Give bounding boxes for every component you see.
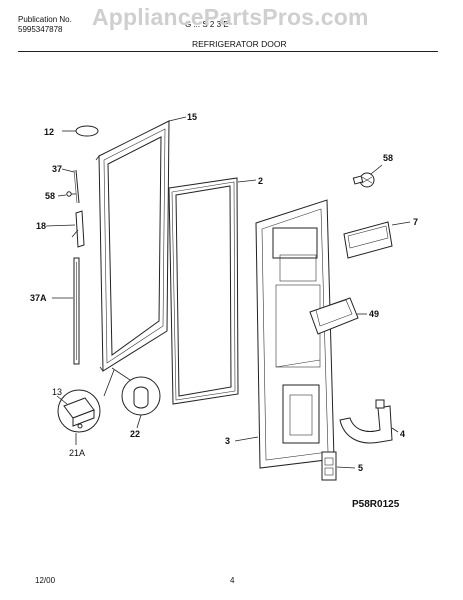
- section-title: REFRIGERATOR DOOR: [192, 39, 287, 49]
- model-fragment: G ... S 2 3 E: [185, 20, 229, 29]
- callout-58-right: 58: [383, 153, 393, 163]
- watermark-text: AppliancePartsPros.com: [92, 4, 369, 30]
- leader-13: [56, 395, 68, 405]
- leader-58-left: [57, 194, 67, 197]
- leader-18: [45, 224, 76, 227]
- part-37-hinge-pin: [73, 169, 80, 204]
- leader-37: [61, 168, 75, 173]
- detail-22-cam: [121, 376, 161, 416]
- part-37a-trim-strip: [73, 257, 80, 365]
- callout-37a: 37A: [30, 293, 47, 303]
- detail-13-21a-lower-hinge: [57, 389, 101, 445]
- leader-7: [391, 221, 411, 226]
- callout-3: 3: [225, 436, 230, 446]
- part-15-door-frame: [95, 120, 170, 372]
- part-3-door-liner: [255, 199, 335, 469]
- callout-13: 13: [52, 387, 62, 397]
- part-2-door-gasket: [168, 177, 239, 405]
- callout-49: 49: [369, 309, 379, 319]
- leader-detail-22: [111, 367, 131, 381]
- callout-58-left: 58: [45, 191, 55, 201]
- callout-22: 22: [130, 429, 140, 439]
- callout-15: 15: [187, 112, 197, 122]
- callout-21a: 21A: [69, 448, 85, 458]
- leader-58-right: [370, 164, 383, 175]
- leader-2: [237, 179, 257, 183]
- callout-4: 4: [400, 429, 405, 439]
- leader-4: [391, 427, 399, 433]
- part-4-door-handle: [339, 399, 393, 444]
- callout-18: 18: [36, 221, 46, 231]
- leader-3: [234, 436, 259, 442]
- part-5-trim-insert: [321, 451, 337, 481]
- callout-5: 5: [358, 463, 363, 473]
- callout-12: 12: [44, 127, 54, 137]
- leader-15: [168, 116, 187, 122]
- callout-2: 2: [258, 176, 263, 186]
- header-rule: [18, 51, 438, 52]
- callout-37: 37: [52, 164, 62, 174]
- callout-7: 7: [413, 217, 418, 227]
- leader-5: [336, 466, 356, 469]
- part-58-screw-left: [66, 191, 76, 197]
- part-58-screw-right: [352, 172, 375, 188]
- leader-detail-13: [103, 369, 115, 397]
- diagram-code: P58R0125: [352, 499, 400, 510]
- publication-label: Publication No.: [18, 15, 72, 24]
- footer-date: 12/00: [35, 576, 56, 585]
- footer-page-number: 4: [230, 576, 235, 585]
- publication-number: 5995347878: [18, 25, 63, 34]
- leader-22: [136, 414, 142, 429]
- part-12-cap: [75, 125, 99, 137]
- part-7-dispenser-cover: [343, 221, 393, 259]
- part-49-door-bin: [309, 297, 359, 335]
- part-18-hinge-bracket: [71, 210, 85, 248]
